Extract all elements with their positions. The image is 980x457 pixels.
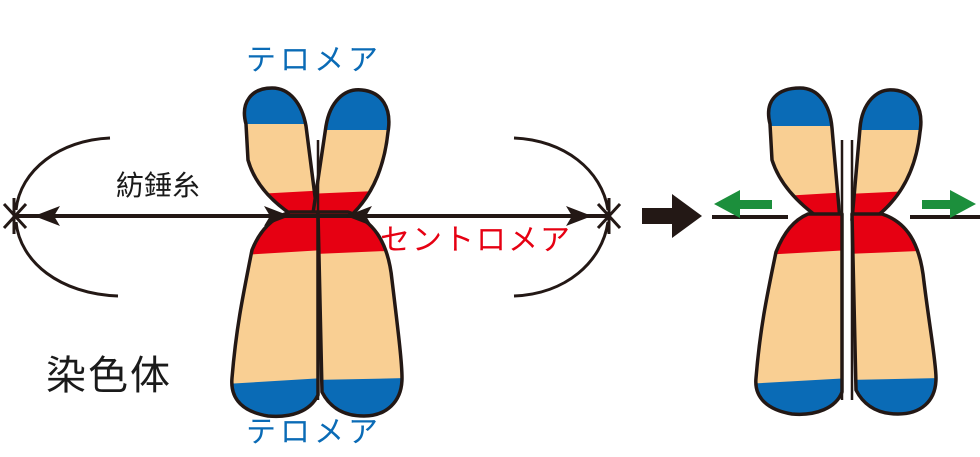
spindle-arrowhead-right — [566, 206, 592, 226]
centrosome-marker-left — [2, 198, 28, 234]
chromosome-left — [230, 86, 404, 419]
spindle-fiber-arc-left-top — [14, 136, 111, 211]
spindle-fiber-arc-right-bottom — [513, 221, 610, 298]
centrosome-marker-right — [596, 198, 622, 234]
spindle-arrowhead-center-right — [346, 206, 372, 226]
centromere-label: セントロメア — [380, 223, 572, 258]
chromosome-label: 染色体 — [46, 353, 172, 399]
spindle-label: 紡錘糸 — [116, 169, 201, 202]
spindle-fiber-arc-right-top — [513, 136, 610, 211]
telomere-label-top: テロメア — [246, 43, 382, 78]
pull-arrow-right-icon — [922, 190, 976, 218]
pull-arrow-left-icon — [714, 190, 772, 218]
chromosome-right — [754, 86, 938, 417]
transition-arrow — [642, 194, 702, 238]
spindle-fiber-arc-left-bottom — [14, 221, 119, 298]
telomere-label-bottom: テロメア — [246, 415, 382, 450]
spindle-arrowhead-left — [34, 206, 60, 226]
chromatid-arm-bottom-left-separated — [755, 214, 842, 415]
spindle-arrowhead-center-left — [264, 206, 290, 226]
